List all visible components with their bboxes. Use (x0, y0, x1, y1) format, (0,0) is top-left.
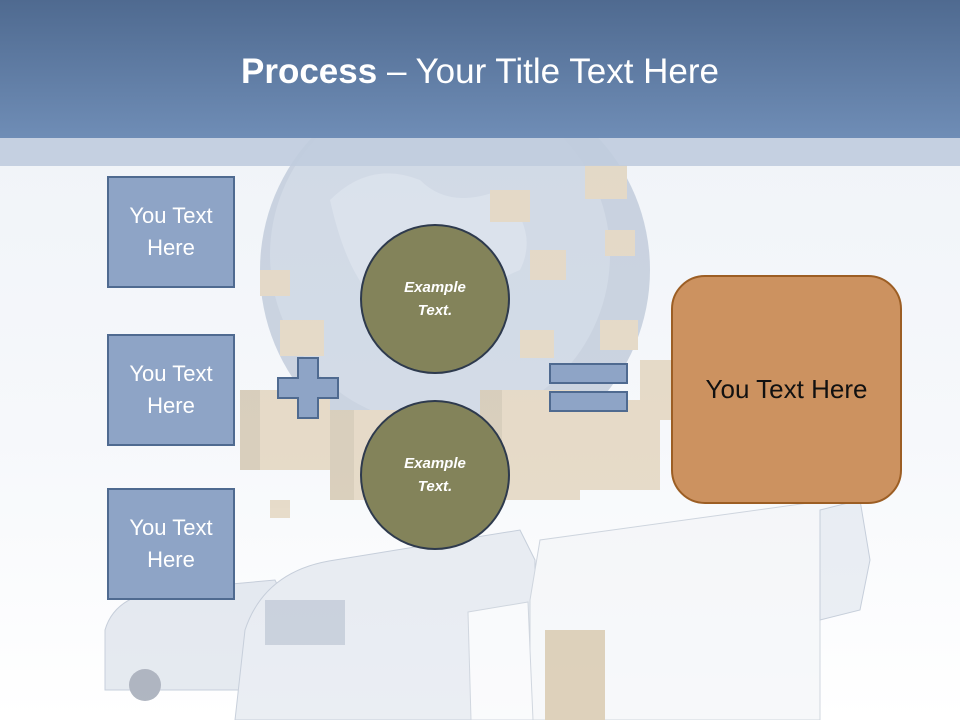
plus-icon (277, 357, 339, 419)
title-bold: Process (241, 52, 378, 91)
page-title[interactable]: Process – Your Title Text Here (0, 52, 960, 92)
example-circle-2[interactable]: Example Text. (360, 400, 510, 550)
title-underline-band (0, 138, 960, 166)
input-box-2[interactable]: You Text Here (107, 334, 235, 446)
title-rest: – Your Title Text Here (377, 52, 719, 91)
circle-label: Example Text. (404, 279, 466, 319)
circle-label: Example Text. (404, 455, 466, 495)
input-box-3[interactable]: You Text Here (107, 488, 235, 600)
input-box-label: You Text Here (129, 515, 213, 572)
equals-icon (549, 363, 628, 412)
input-box-label: You Text Here (129, 203, 213, 260)
example-circle-1[interactable]: Example Text. (360, 224, 510, 374)
result-box[interactable]: You Text Here (671, 275, 902, 504)
input-box-label: You Text Here (129, 361, 213, 418)
title-bar (0, 0, 960, 138)
input-box-1[interactable]: You Text Here (107, 176, 235, 288)
result-label: You Text Here (705, 374, 868, 404)
